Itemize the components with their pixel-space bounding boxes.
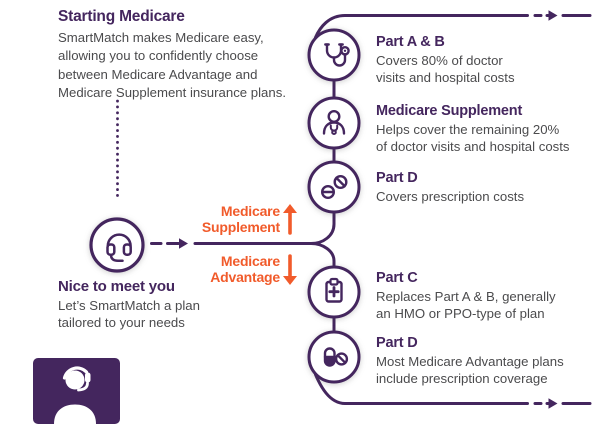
plan-body: Helps cover the remaining 20% of doctor … — [376, 122, 570, 155]
capsule-no-icon — [307, 330, 361, 384]
plan-part-d-supplement: Part D Covers prescription costs — [305, 158, 524, 216]
agent-caption: Nice to meet you Let’s SmartMatch a plan… — [58, 278, 200, 331]
plan-part-d-advantage: Part D Most Medicare Advantage plans inc… — [305, 328, 564, 388]
plan-title: Medicare Supplement — [376, 103, 523, 119]
doctor-icon — [307, 96, 361, 150]
plan-body: Most Medicare Advantage plans include pr… — [376, 354, 564, 387]
plan-medicare-supplement: Medicare Supplement Helps cover the rema… — [305, 94, 570, 156]
intro-section: Starting Medicare SmartMatch makes Medic… — [58, 8, 308, 103]
plan-title: Part D — [376, 335, 418, 351]
support-agent-badge — [33, 358, 120, 424]
bottom-arrowhead-icon — [548, 398, 558, 409]
up-arrow-icon — [283, 204, 297, 235]
agent-node — [87, 215, 147, 280]
intro-title: Starting Medicare — [58, 8, 185, 25]
branch-label-medicare-supplement: Medicare Supplement — [201, 203, 280, 235]
intro-body: SmartMatch makes Medicare easy, allowing… — [58, 30, 286, 101]
top-arrowhead-icon — [548, 10, 558, 21]
plan-body: Covers prescription costs — [376, 189, 525, 204]
stethoscope-icon — [307, 28, 361, 82]
pills-icon — [307, 160, 361, 214]
plan-body: Covers 80% of doctor visits and hospital… — [376, 53, 515, 86]
agent-body: Let’s SmartMatch a plan tailored to your… — [58, 298, 200, 330]
support-agent-icon — [54, 366, 96, 424]
plan-title: Part D — [376, 170, 418, 186]
plan-title: Part A & B — [376, 34, 445, 50]
down-arrow-icon — [283, 254, 297, 285]
mid-arrowhead-icon — [179, 238, 188, 249]
plan-part-a-b: Part A & B Covers 80% of doctor visits a… — [305, 26, 515, 87]
plan-body: Replaces Part A & B, generally an HMO or… — [376, 289, 556, 322]
plan-title: Part C — [376, 270, 418, 286]
branch-label-medicare-advantage: Medicare Advantage — [210, 253, 280, 285]
clipboard-cross-icon — [307, 265, 361, 319]
plan-part-c: Part C Replaces Part A & B, generally an… — [305, 263, 556, 323]
headset-icon — [89, 217, 145, 273]
agent-title: Nice to meet you — [58, 278, 175, 295]
